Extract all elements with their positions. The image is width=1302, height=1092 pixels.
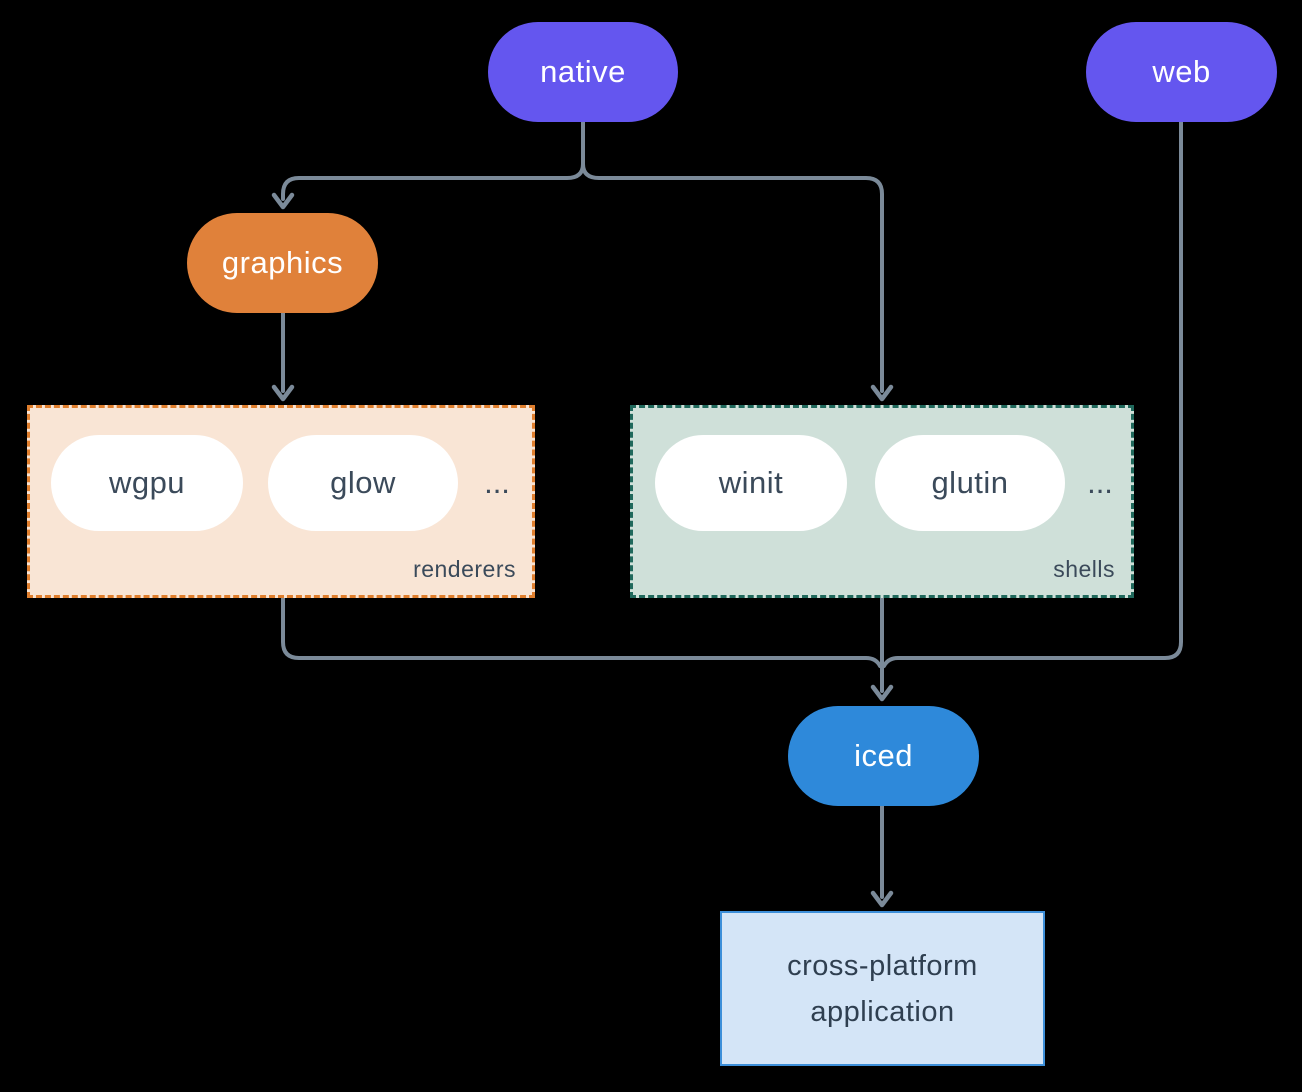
node-glow: glow [268, 435, 458, 531]
application-label-line1: cross-platform [787, 949, 978, 982]
edge-native-to-shells [581, 162, 884, 393]
edge-web-to-iced [882, 120, 1183, 668]
application-label-line2: application [810, 995, 955, 1028]
edge-native-to-graphics [281, 162, 585, 201]
renderers-ellipsis: ... [484, 465, 510, 500]
node-wgpu: wgpu [51, 435, 243, 531]
arrowhead-shells [870, 384, 894, 402]
renderers-group-label: renderers [413, 556, 516, 582]
node-cross-platform-application: cross-platform application [720, 911, 1045, 1066]
arrowhead-renderers [271, 384, 295, 402]
shells-group-label: shells [1053, 556, 1115, 582]
node-native: native [488, 22, 678, 122]
arrowhead-iced [870, 684, 894, 702]
arrowhead-graphics [271, 192, 295, 210]
node-glutin: glutin [875, 435, 1065, 531]
arrowhead-application [870, 890, 894, 908]
node-graphics: graphics [187, 213, 378, 313]
node-winit: winit [655, 435, 847, 531]
shells-ellipsis: ... [1087, 465, 1113, 500]
node-web: web [1086, 22, 1277, 122]
edge-renderers-to-iced [281, 596, 882, 668]
group-shells: winit glutin ... shells [630, 405, 1134, 598]
node-iced: iced [788, 706, 979, 806]
group-renderers: wgpu glow ... renderers [27, 405, 535, 598]
